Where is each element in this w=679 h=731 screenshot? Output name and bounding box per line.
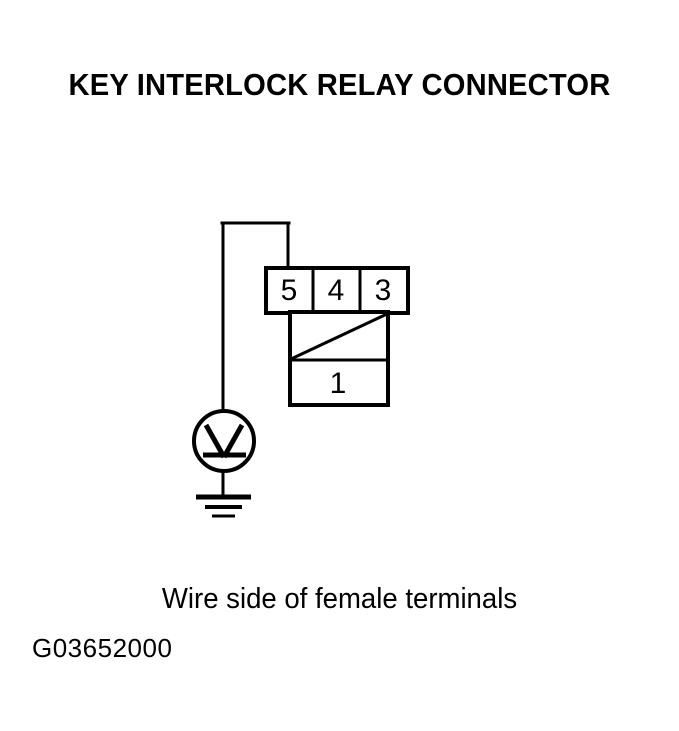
voltmeter-v-left-stroke [203,423,227,459]
blanked-cavity-slash [290,312,388,361]
voltmeter-symbol [192,409,256,473]
voltmeter-v-right-stroke [221,423,245,459]
terminal-label-4: 4 [328,274,345,307]
voltmeter-circle [192,409,256,473]
terminal-label-3: 3 [375,274,392,307]
page-title: KEY INTERLOCK RELAY CONNECTOR [68,67,611,102]
terminal-label-1: 1 [330,367,347,400]
test-lead-wire [220,221,291,414]
figure-id-label: G03652000 [32,633,173,663]
ground-symbol [196,471,251,518]
figure-caption: Wire side of female terminals [161,583,518,615]
terminal-label-5: 5 [281,274,298,307]
